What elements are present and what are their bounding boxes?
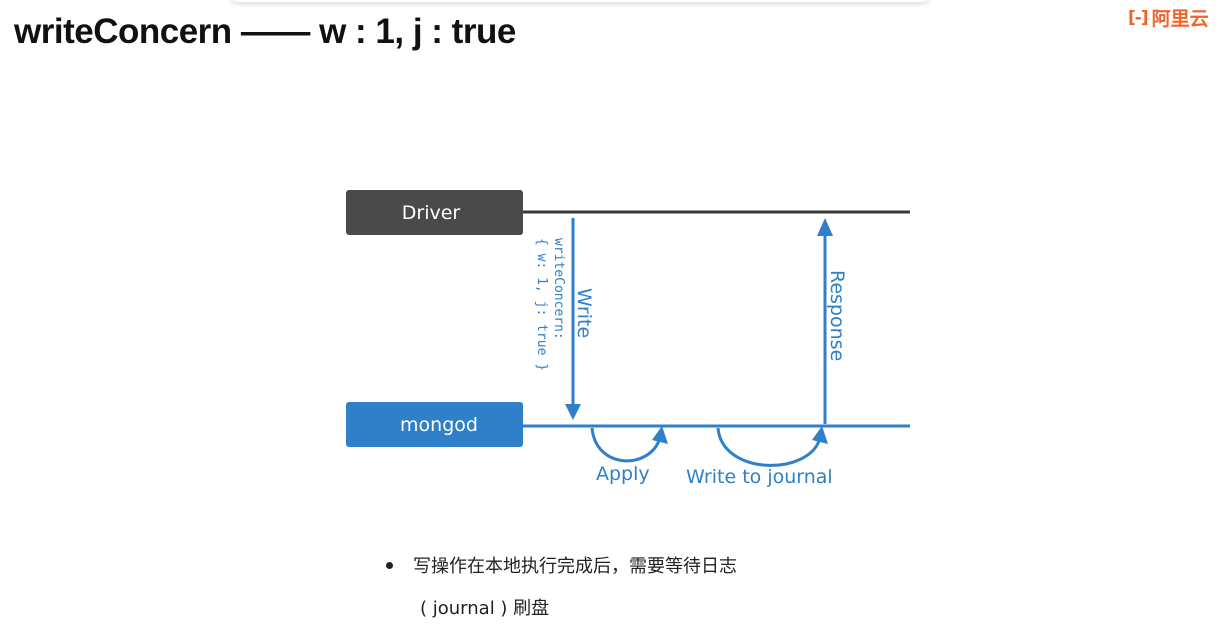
write-arrowhead [565, 404, 581, 420]
driver-box [346, 190, 523, 235]
aliyun-logo-icon: [-] [1128, 7, 1149, 28]
aliyun-logo-text: 阿里云 [1151, 9, 1209, 30]
bullet-item: 写操作在本地执行完成后，需要等待日志 [380, 550, 737, 580]
slide-title: writeConcern —— w : 1, j : true [14, 12, 516, 51]
write-label: Write [573, 288, 595, 338]
mongod-label: mongod [400, 414, 478, 436]
aliyun-logo: [-] 阿里云 [1128, 4, 1209, 31]
bullet-dot [386, 561, 393, 569]
journal-loop [716, 427, 822, 467]
bullet-list: 写操作在本地执行完成后，需要等待日志 ( journal ) 刷盘 [380, 550, 737, 622]
journal-loop-arrowhead [812, 426, 828, 444]
bullet-text-line1: 写操作在本地执行完成后，需要等待日志 [413, 556, 737, 577]
journal-label: Write to journal [686, 466, 833, 488]
apply-label: Apply [596, 463, 650, 485]
driver-label: Driver [402, 202, 461, 224]
apply-loop [590, 427, 662, 463]
write-concern-line1: writeConcern: [551, 238, 566, 340]
response-arrowhead [817, 218, 833, 236]
mongod-box [346, 402, 523, 447]
response-label: Response [826, 270, 848, 361]
apply-loop-arrowhead [652, 426, 668, 444]
write-concern-line2: { w: 1, j: true } [534, 238, 549, 371]
bullet-text-line2: ( journal ) 刷盘 [420, 598, 550, 619]
